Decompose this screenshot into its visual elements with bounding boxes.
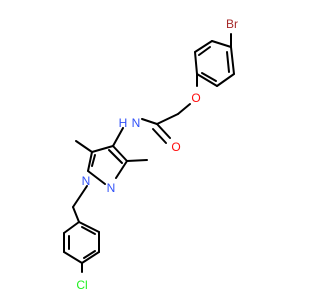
carbonyl-oxygen-atom-label: O — [171, 140, 180, 154]
ch2-aryl-bond — [72, 206, 80, 223]
n-c4-bond — [112, 127, 124, 147]
ether-oxygen-atom-label: O — [191, 91, 200, 105]
o-ch2-bond — [177, 103, 191, 115]
ch2-carbonyl-bond — [156, 113, 179, 125]
carbonyl-double-bond-b — [152, 128, 167, 144]
pyrazole-ring — [87, 145, 128, 185]
c5-methyl-bond — [75, 140, 93, 153]
chlorophenyl-ring — [63, 221, 100, 264]
bromophenyl-ring — [194, 40, 235, 87]
structure-drawing: Br O O N H N N Cl — [63, 17, 238, 292]
bromine-atom-label: Br — [226, 17, 238, 31]
amide-nitrogen-atom-label: N — [132, 116, 141, 130]
n1-ch2-bond — [72, 185, 88, 208]
carbonyl-n-bond — [141, 118, 158, 125]
amide-hydrogen-atom-label: H — [119, 116, 128, 130]
pyrazole-n1-atom-label: N — [82, 174, 91, 188]
chlorine-atom-label: Cl — [76, 278, 87, 292]
c3-methyl-bond — [126, 159, 148, 162]
carbonyl-double-bond-a — [156, 123, 171, 139]
pyrazole-n2-atom-label: N — [107, 181, 116, 195]
